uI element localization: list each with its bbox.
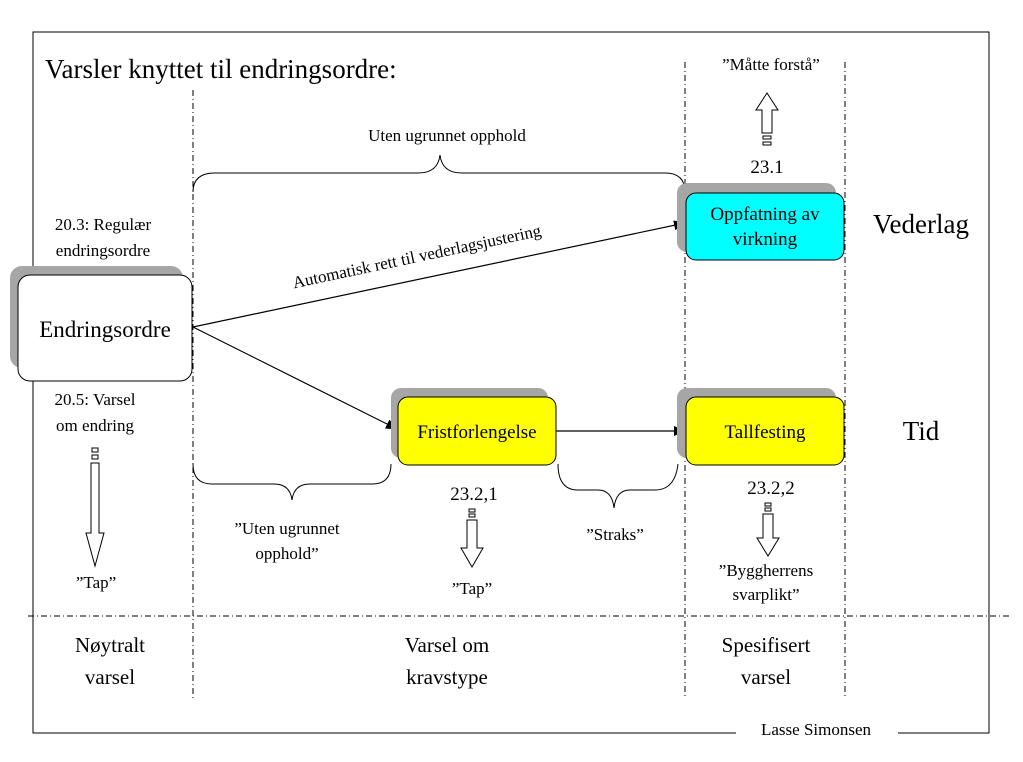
tap-mid-label: ”Tap”	[452, 579, 492, 598]
arrow-to-oppfatning	[192, 220, 686, 328]
down-arrow-right-icon	[756, 502, 780, 557]
automatisk-label: Automatisk rett til vederlagsjustering	[291, 221, 543, 292]
bottom-brace-left	[192, 463, 392, 501]
ref-23-1: 23.1	[750, 157, 783, 178]
kravstype-line2: kravstype	[406, 665, 488, 689]
endringsordre-label: Endringsordre	[39, 317, 171, 342]
regular-label-line1: 20.3: Regulær	[55, 215, 152, 234]
tid-label: Tid	[903, 416, 940, 446]
ref-23-2-1: 23.2,1	[450, 484, 498, 505]
vederlag-label: Vederlag	[873, 209, 969, 239]
oppfatning-label-line2: virkning	[733, 229, 798, 250]
up-arrow-icon	[755, 92, 779, 146]
down-arrow-left-icon	[85, 447, 105, 568]
bottom-brace-right	[557, 463, 679, 509]
down-arrow-mid-icon	[460, 508, 484, 568]
arrow-to-fristforlengelse	[192, 326, 398, 430]
uten-bottom-line2: opphold”	[255, 544, 318, 563]
fristforlengelse-label: Fristforlengelse	[417, 422, 536, 443]
ref-23-2-2: 23.2,2	[747, 478, 795, 499]
varsel-endring-line1: 20.5: Varsel	[55, 390, 136, 409]
tap-left-label: ”Tap”	[76, 573, 116, 592]
noytralt-line2: varsel	[85, 665, 135, 689]
regular-label-line2: endringsordre	[56, 241, 150, 260]
spesifisert-line2: varsel	[741, 665, 791, 689]
top-brace	[192, 154, 686, 193]
author-label: Lasse Simonsen	[761, 720, 872, 739]
varsel-endring-line2: om endring	[56, 416, 134, 435]
matte-forsta-label: ”Måtte forstå”	[722, 55, 820, 74]
slide-frame	[32, 31, 990, 734]
uten-top-label: Uten ugrunnet opphold	[368, 126, 526, 145]
kravstype-line1: Varsel om	[405, 633, 490, 657]
oppfatning-label-line1: Oppfatning av	[710, 204, 820, 225]
byggherrens-line1: ”Byggherrens	[719, 561, 813, 580]
tallfesting-label: Tallfesting	[725, 422, 806, 443]
noytralt-line1: Nøytralt	[75, 633, 145, 657]
spesifisert-line1: Spesifisert	[722, 633, 811, 657]
tallfesting-box[interactable]	[685, 396, 845, 466]
byggherrens-line2: svarplikt”	[732, 585, 799, 604]
uten-bottom-line1: ”Uten ugrunnet	[234, 519, 340, 538]
endringsordre-box[interactable]	[17, 274, 193, 382]
page-title: Varsler knyttet til endringsordre:	[45, 54, 397, 84]
straks-label: ”Straks”	[586, 525, 644, 544]
oppfatning-box[interactable]	[685, 192, 845, 261]
